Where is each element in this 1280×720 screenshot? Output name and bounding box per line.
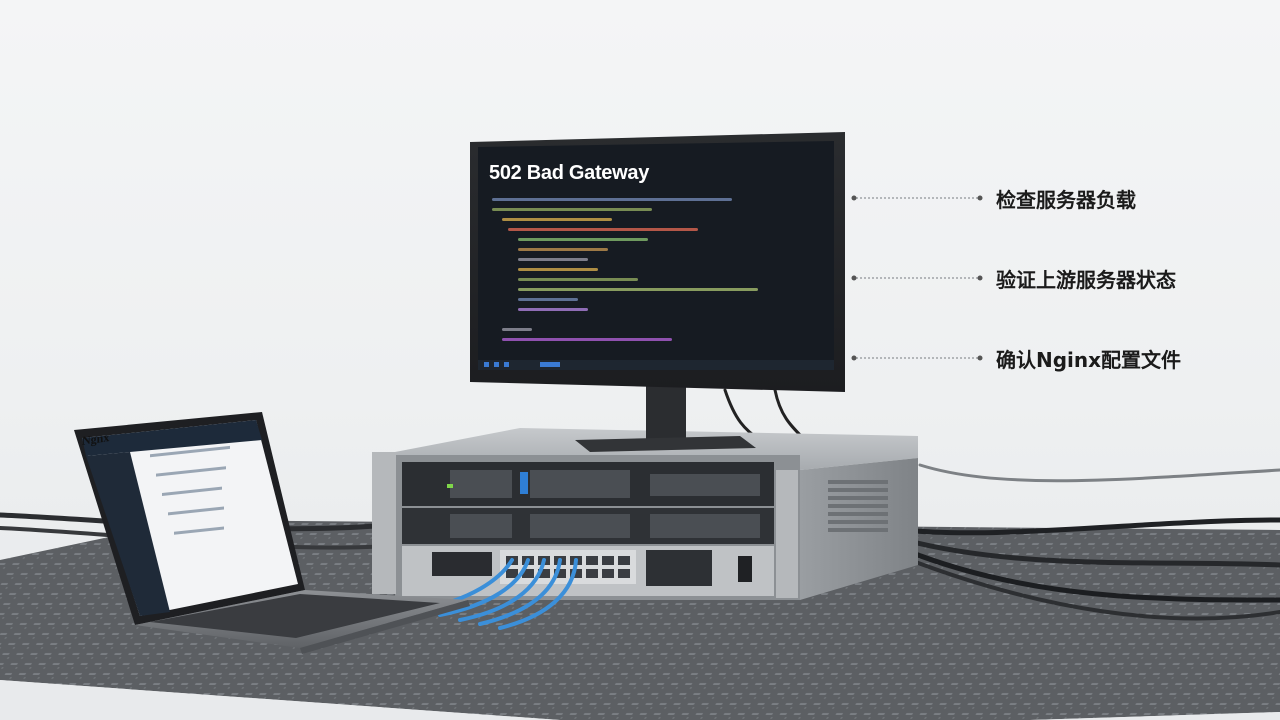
code-line xyxy=(518,248,608,251)
monitor-stand xyxy=(575,385,756,452)
server-rack xyxy=(372,428,918,600)
code-line xyxy=(518,298,578,301)
callout-lines xyxy=(851,195,983,361)
code-line xyxy=(502,218,612,221)
code-line xyxy=(518,288,758,291)
code-line xyxy=(492,198,732,201)
code-line xyxy=(518,238,648,241)
code-line xyxy=(518,278,638,281)
callout-check-server-load: 检查服务器负载 xyxy=(996,188,1136,212)
error-title: 502 Bad Gateway xyxy=(489,162,650,184)
code-line xyxy=(518,308,588,311)
code-line xyxy=(502,338,672,341)
code-line xyxy=(518,258,588,261)
code-line xyxy=(508,228,698,231)
laptop xyxy=(74,412,470,654)
blue-cables xyxy=(418,558,578,630)
monitor-screen: 502 Bad Gateway xyxy=(478,146,832,368)
code-line xyxy=(492,208,652,211)
code-line xyxy=(502,328,532,331)
callout-verify-upstream-status: 验证上游服务器状态 xyxy=(996,268,1176,292)
code-line xyxy=(518,268,598,271)
callout-confirm-nginx-config: 确认Nginx配置文件 xyxy=(996,348,1182,372)
